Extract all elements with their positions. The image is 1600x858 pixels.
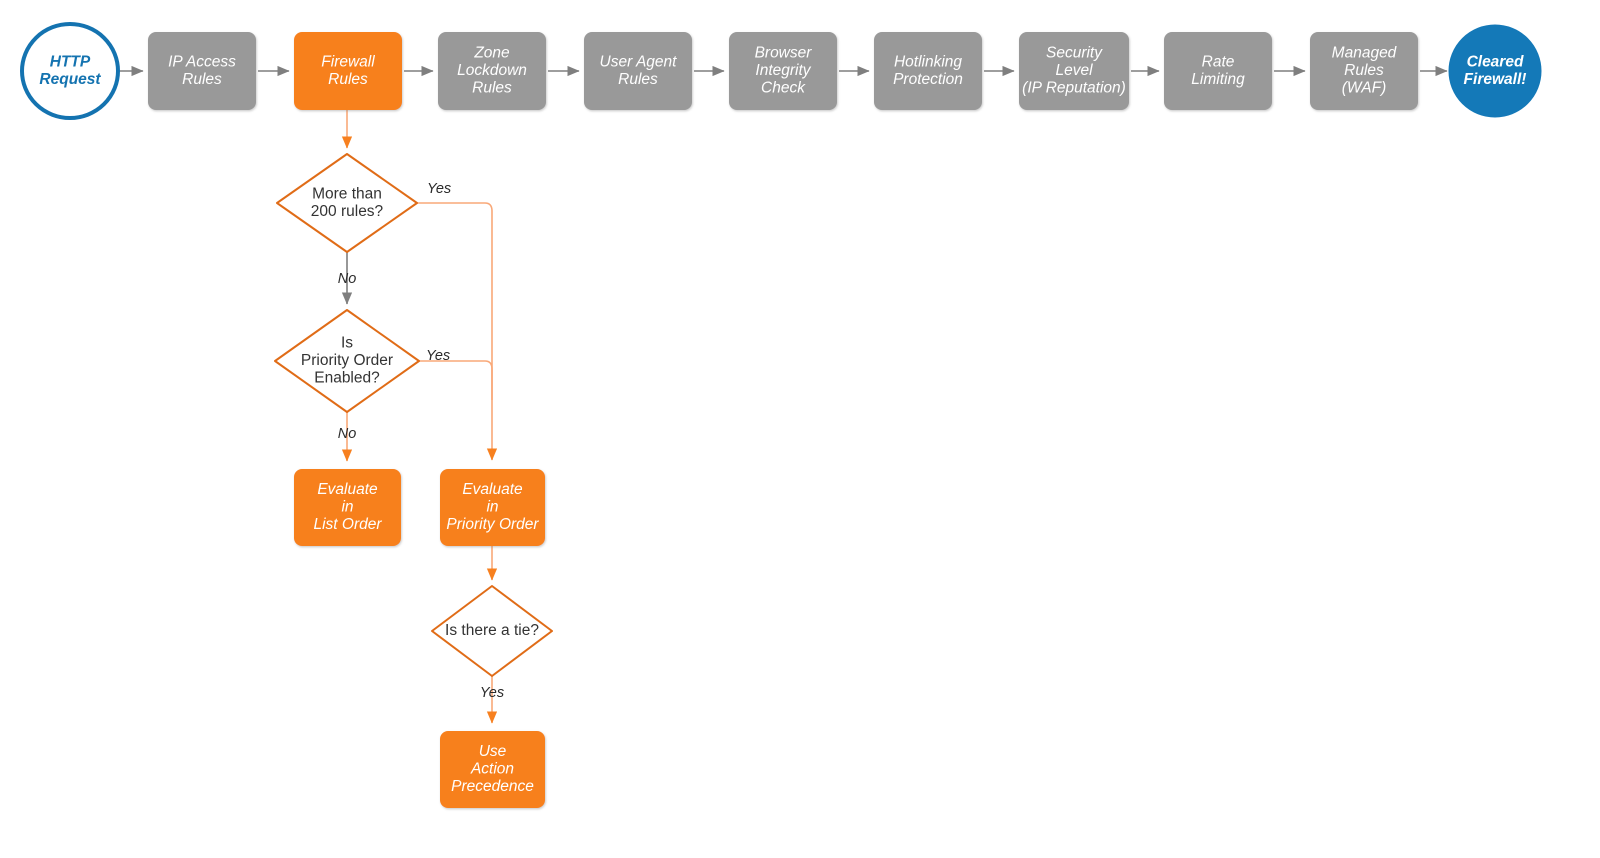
node-shape-rect <box>874 32 982 110</box>
decision-label-more-than-200-rules: 200 rules? <box>311 203 384 220</box>
connector-layer <box>341 110 498 724</box>
process-label-evaluate-in-list-order: Evaluate <box>317 481 378 498</box>
decision-shape-diamond <box>274 309 420 413</box>
node-shape-rect <box>729 32 837 110</box>
node-shape-rect <box>584 32 692 110</box>
node-label-rate-limiting: Limiting <box>1191 71 1245 88</box>
node-shape-rect <box>1164 32 1272 110</box>
edge-label-label-yes-200-rules: Yes <box>427 181 451 197</box>
node-shape-rect <box>294 32 402 110</box>
decision-label-is-priority-order-enabled: Enabled? <box>314 370 380 387</box>
node-label-managed-rules-waf: Managed <box>1332 45 1398 62</box>
process-label-evaluate-in-list-order: List Order <box>313 516 382 533</box>
edge-label-label-yes-priority: Yes <box>426 348 450 364</box>
node-label-ip-access-rules: IP Access <box>168 53 236 70</box>
node-shape-rect <box>148 32 256 110</box>
decision-shape-diamond <box>276 153 418 253</box>
process-label-use-action-precedence: Use <box>479 743 507 760</box>
edge-label-label-yes-tie: Yes <box>480 685 504 701</box>
node-label-browser-integrity: Check <box>761 80 806 97</box>
node-label-managed-rules-waf: Rules <box>1344 62 1384 79</box>
node-label-security-level: Security <box>1046 45 1103 62</box>
edge-label-label-no-200-rules: No <box>338 271 357 287</box>
process-label-evaluate-in-priority-order: in <box>486 499 498 516</box>
node-label-zone-lockdown-rules: Lockdown <box>457 62 527 79</box>
node-label-rate-limiting: Rate <box>1202 53 1235 70</box>
process-label-evaluate-in-priority-order: Priority Order <box>446 516 539 533</box>
node-label-http-request: Request <box>39 71 101 88</box>
decision-shape-diamond <box>431 585 553 677</box>
process-shape-rect <box>294 469 401 546</box>
node-shape-circle <box>1448 24 1542 118</box>
process-label-use-action-precedence: Action <box>470 761 514 778</box>
node-label-security-level: (IP Reputation) <box>1022 80 1126 97</box>
node-label-cleared-firewall: Cleared <box>1467 53 1524 70</box>
process-shape-rect <box>440 469 545 546</box>
node-label-managed-rules-waf: (WAF) <box>1342 80 1386 97</box>
edge-label-label-no-priority: No <box>338 426 357 442</box>
decision-label-is-priority-order-enabled: Is <box>341 335 353 352</box>
node-label-firewall-rules: Firewall <box>321 53 375 70</box>
node-label-browser-integrity: Integrity <box>755 62 811 79</box>
decision-label-more-than-200-rules: More than <box>312 185 382 202</box>
node-label-cleared-firewall: Firewall! <box>1464 71 1527 88</box>
decision-is-there-a-tie[interactable]: Is there a tie? <box>431 585 553 677</box>
node-label-user-agent-rules: Rules <box>618 71 658 88</box>
node-label-http-request: HTTP <box>50 53 91 70</box>
process-shape-rect <box>440 731 545 808</box>
node-shape-rect <box>438 32 546 110</box>
node-label-firewall-rules: Rules <box>328 71 368 88</box>
process-label-evaluate-in-priority-order: Evaluate <box>462 481 523 498</box>
node-label-hotlinking: Protection <box>893 71 963 88</box>
node-shape-circle <box>20 22 120 120</box>
connector-c-200-yes-to-priority-box <box>417 202 498 461</box>
process-label-evaluate-in-list-order: in <box>341 499 353 516</box>
decision-label-is-priority-order-enabled: Priority Order <box>301 352 393 369</box>
process-label-use-action-precedence: Precedence <box>451 778 534 795</box>
node-label-browser-integrity: Browser <box>755 45 813 62</box>
node-label-zone-lockdown-rules: Rules <box>472 80 512 97</box>
node-label-user-agent-rules: User Agent <box>600 53 678 70</box>
node-label-security-level: Level <box>1055 62 1093 79</box>
node-shape-rect <box>1019 32 1129 110</box>
node-label-hotlinking: Hotlinking <box>894 53 962 70</box>
connector-c-priority-yes-merge <box>419 360 493 400</box>
decision-label-is-there-a-tie: Is there a tie? <box>445 622 539 639</box>
node-label-ip-access-rules: Rules <box>182 71 222 88</box>
node-label-zone-lockdown-rules: Zone <box>473 45 510 62</box>
node-shape-rect <box>1310 32 1418 110</box>
